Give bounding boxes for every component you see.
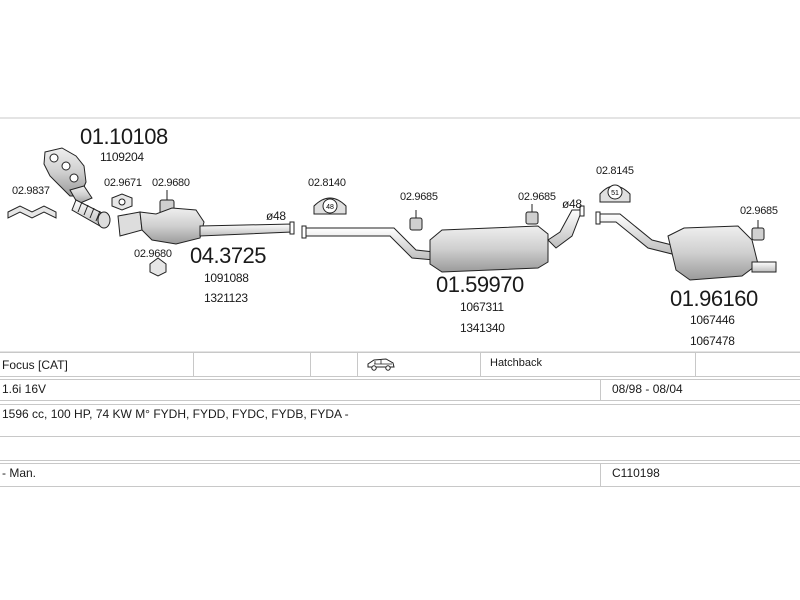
clamp-rear [751,220,765,241]
pipe-diameter-2: ø48 [562,197,582,211]
table-line [0,404,800,405]
rubber-hanger-48 [313,197,347,215]
pipe-diameter-1: ø48 [266,209,286,223]
table-line [0,376,800,377]
part-clamp-rear: 02.9685 [740,205,778,217]
part-middle-sub2: 1341340 [460,321,505,335]
part-gasket-left: 02.9837 [12,185,50,197]
part-middle-silencer-number: 01.59970 [436,272,524,297]
part-rear-sub1: 1067446 [690,313,735,327]
hanger-48-number: 48 [326,204,334,211]
vehicle-model: Focus [CAT] [2,358,68,372]
part-manifold-sub: 1109204 [100,150,144,164]
catalytic-converter [117,207,295,245]
table-divider [600,463,601,486]
part-gasket-b: 02.9680 [152,177,190,189]
part-middle-sub1: 1067311 [460,300,504,314]
table-line [0,379,800,380]
flex-pipe [71,199,111,229]
flange-gasket [111,193,133,211]
manifold-gasket [7,205,57,219]
table-divider [193,352,194,376]
rubber-hanger-51 [599,184,631,203]
flange-gasket-lower [149,257,167,277]
part-clamp-mid-left: 02.9685 [400,191,438,203]
table-line [0,463,800,464]
part-manifold-number: 01.10108 [80,124,168,149]
part-catalyst-number: 04.3725 [190,243,267,268]
vehicle-years: 08/98 - 08/04 [612,382,683,396]
clamp-mid-right [525,204,539,225]
vehicle-info-table: Focus [CAT] Hatchback 1.6i 16V 08/98 - 0… [0,352,800,492]
part-hanger-51: 02.8145 [596,165,634,177]
part-gasket-c: 02.9680 [134,248,172,260]
part-clamp-mid-right: 02.9685 [518,191,556,203]
rear-pipe [595,211,677,255]
vehicle-code: C110198 [612,466,660,480]
table-line [0,486,800,487]
table-divider [357,352,358,376]
middle-silencer [429,205,585,273]
vehicle-spec: 1596 cc, 100 HP, 74 KW M° FYDH, FYDD, FY… [2,407,349,421]
hatchback-car-icon [366,357,396,373]
part-rear-sub2: 1067478 [690,334,735,348]
exhaust-manifold [43,147,93,205]
part-catalyst-sub1: 1091088 [204,271,249,285]
part-catalyst-sub2: 1321123 [204,291,248,305]
vehicle-gearbox: - Man. [2,466,37,480]
hanger-51-number: 51 [611,190,619,197]
table-divider [480,352,481,376]
table-divider [600,379,601,400]
part-rear-silencer-number: 01.96160 [670,286,758,311]
part-hanger-48: 02.8140 [308,177,346,189]
part-gasket-a: 02.9671 [104,177,142,189]
clamp-mid-left [409,210,423,231]
rear-silencer [667,225,777,281]
vehicle-body-type: Hatchback [490,357,542,369]
vehicle-engine: 1.6i 16V [2,382,47,396]
table-line [0,400,800,401]
table-divider [310,352,311,376]
table-line [0,436,800,437]
table-line [0,352,800,353]
table-line [0,460,800,461]
table-divider [695,352,696,376]
middle-pipe [301,225,435,261]
